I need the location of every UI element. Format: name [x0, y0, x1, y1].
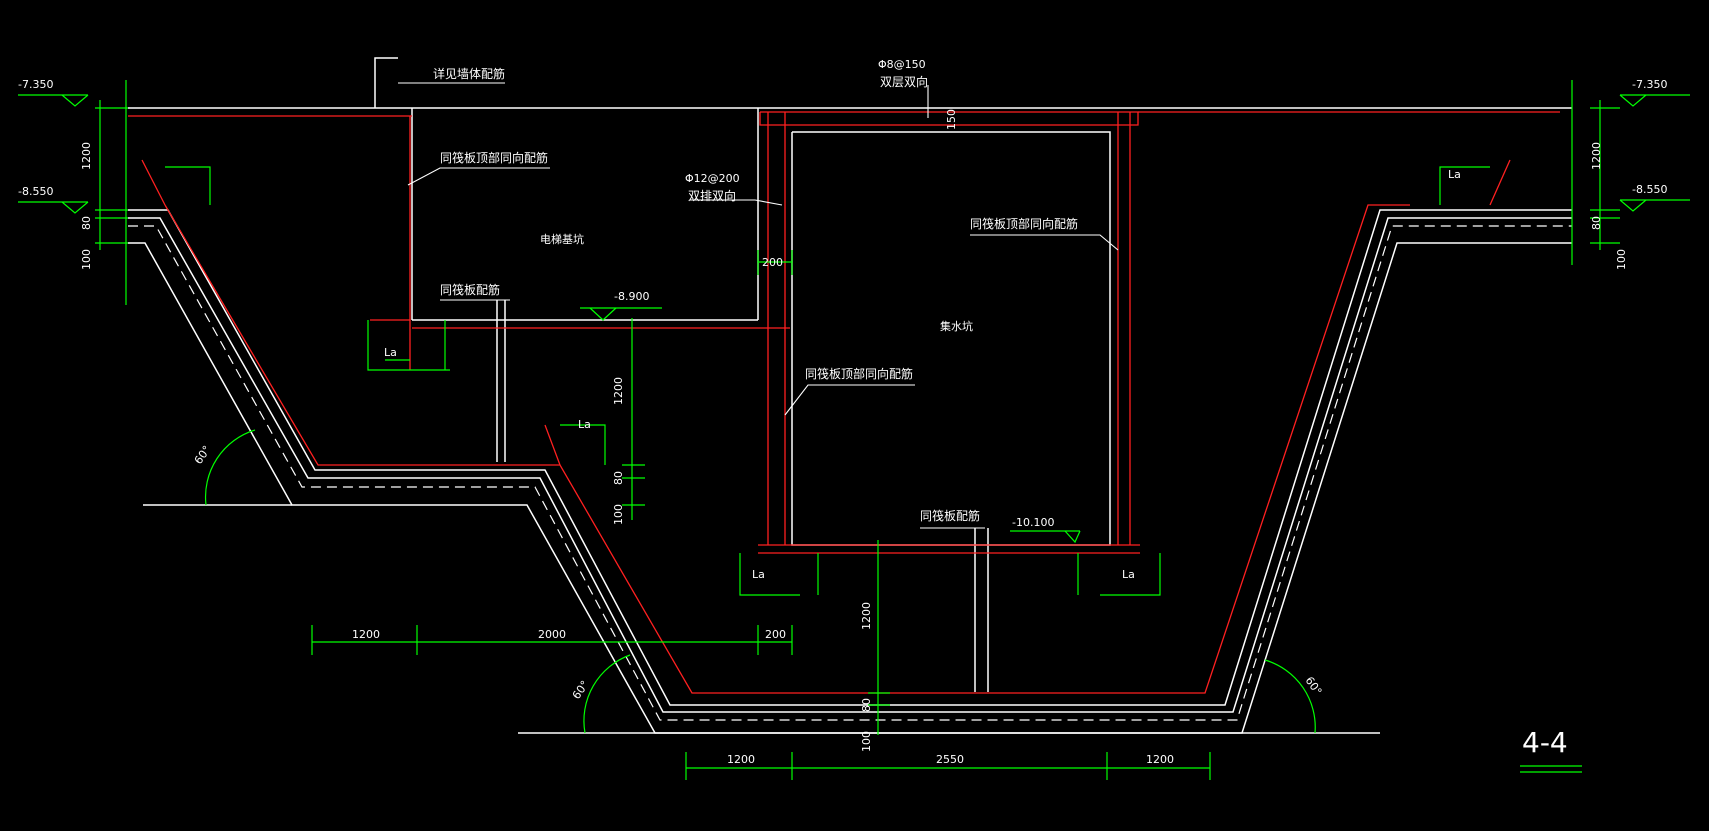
- dim-row1-c: 200: [765, 628, 786, 641]
- elevation-top-left: -7.350: [18, 78, 53, 91]
- la-label-1: La: [384, 346, 397, 359]
- angle-left-upper: 60°: [192, 443, 214, 466]
- raft-rebar-bottom: 同筏板配筋: [920, 508, 980, 523]
- dim-center-h3: 100: [860, 731, 873, 752]
- sump-pit-label: 集水坑: [940, 319, 973, 333]
- elevation-bottom-pit: -10.100: [1012, 516, 1054, 529]
- concrete-outline: [128, 57, 1572, 734]
- side-bar-spec: Φ12@200: [685, 172, 740, 185]
- dim-row2-c: 1200: [1146, 753, 1174, 766]
- elevation-top-right: -7.350: [1632, 78, 1667, 91]
- slab-top-rebar-right: 同筏板顶部同向配筋: [970, 216, 1078, 231]
- angle-right-lower: 60°: [1303, 674, 1325, 697]
- dim-center-h2: 80: [860, 698, 873, 712]
- dim-row2-a: 1200: [727, 753, 755, 766]
- la-label-2: La: [752, 568, 765, 581]
- dim-wall-thickness: 200: [762, 256, 783, 269]
- dim-top-150: 150: [945, 109, 958, 130]
- elevation-mid-pit: -8.900: [614, 290, 649, 303]
- top-bar-direction: 双层双向: [880, 74, 928, 89]
- elevation-step-right: -8.550: [1632, 183, 1667, 196]
- dim-row1-b: 2000: [538, 628, 566, 641]
- elevation-step-left: -8.550: [18, 185, 53, 198]
- labels: -7.350 -8.550 -7.350 -8.550 -8.900 -10.1…: [18, 58, 1667, 766]
- slab-top-rebar-left: 同筏板顶部同向配筋: [440, 150, 548, 165]
- dimension-lines: [18, 80, 1690, 780]
- la-label-4: La: [1448, 168, 1461, 181]
- dim-right-h1: 1200: [1590, 142, 1603, 170]
- slab-top-rebar-center: 同筏板顶部同向配筋: [805, 366, 913, 381]
- wall-rebar-note: 详见墙体配筋: [433, 66, 505, 81]
- dim-center-h1: 1200: [860, 602, 873, 630]
- raft-rebar-left: 同筏板配筋: [440, 282, 500, 297]
- dim-mid-h3: 100: [612, 504, 625, 525]
- dim-right-h2: 80: [1590, 216, 1603, 230]
- top-bar-spec: Φ8@150: [878, 58, 926, 71]
- la-label-3: La: [1122, 568, 1135, 581]
- dim-mid-h1: 1200: [612, 377, 625, 405]
- angle-left-lower: 60°: [570, 678, 592, 701]
- dim-left-h1: 1200: [80, 142, 93, 170]
- dim-row2-b: 2550: [936, 753, 964, 766]
- waterproof-line: [128, 225, 1572, 721]
- leader-lines: [398, 82, 1119, 529]
- dim-row1-a: 1200: [352, 628, 380, 641]
- elevator-pit-label: 电梯基坑: [540, 232, 584, 246]
- rebar-lines: [128, 111, 1560, 694]
- dim-mid-h2: 80: [612, 471, 625, 485]
- section-title: 4-4: [1522, 726, 1568, 759]
- dim-left-h2: 80: [80, 216, 93, 230]
- dim-right-h3: 100: [1615, 249, 1628, 270]
- la-label-5: La: [578, 418, 591, 431]
- dim-left-h3: 100: [80, 249, 93, 270]
- side-bar-direction: 双排双向: [688, 188, 736, 203]
